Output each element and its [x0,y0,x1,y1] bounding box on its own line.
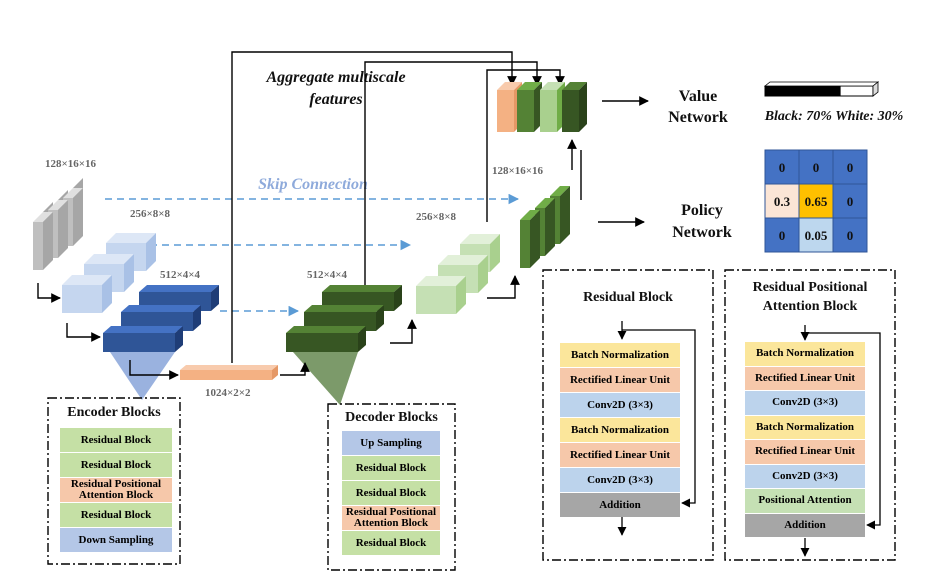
value-legend: Black: 70% White: 30% [764,109,904,124]
policy-cell-value: 0 [847,194,854,209]
layer-block: Conv2D (3×3) [560,468,680,492]
policy-cell [832,217,868,253]
residual-box-border [542,269,714,561]
policy-cell [798,183,834,219]
flow-arrow-6 [487,275,520,299]
value-network-label-1: Value [679,88,718,105]
policy-cell-value: 0 [779,160,786,175]
layer-block: Rectified Linear Unit [745,440,865,464]
encoder-box-title: Encoder Blocks [67,405,161,420]
layer-block: Rectified Linear Unit [560,443,680,467]
skip-connection-label: Skip Connection [258,176,368,193]
rpa-box-border [724,269,896,561]
flow-arrow-2 [66,323,101,342]
policy-cell-value: 0.05 [805,228,828,243]
aggregate-label-line1: Aggregate multiscale [265,69,405,86]
residual-skip-arrow [622,329,696,508]
aggregate-line-dec512 [364,61,542,288]
layer-block: Addition [560,493,680,517]
layer-block: Batch Normalization [560,343,680,367]
aggregated-feature-blocks [497,82,587,132]
dim-label-512: 512×4×4 [160,269,201,281]
value-network-label-2: Network [668,109,728,126]
layer-block: Residual Block [342,456,440,480]
dim-label-256: 256×8×8 [130,208,171,220]
decoder-box-border [327,403,456,571]
layer-block: Rectified Linear Unit [745,366,865,390]
policy-network-label-1: Policy [681,202,723,219]
policy-grid: 0 0 0 0.3 0.65 0 0 0.05 0 [764,149,868,253]
layer-block: Residual Positional Attention Block [60,478,172,502]
layer-block: Up Sampling [342,431,440,455]
flow-arrow-3 [129,360,179,380]
rpa-box-title-line1: Residual Positional [752,280,868,295]
policy-cell-value: 0 [813,160,820,175]
policy-cell-value: 0.3 [774,194,791,209]
aggregate-line-bottleneck [231,51,517,363]
layer-block: Positional Attention [745,489,865,513]
policy-cell [764,183,800,219]
layer-block: Batch Normalization [745,415,865,439]
encoder-stage-512 [103,285,219,400]
layer-block: Conv2D (3×3) [745,391,865,415]
layer-block: Residual Block [342,531,440,555]
dec-label-256: 256×8×8 [416,211,457,223]
dec-label-512: 512×4×4 [307,269,348,281]
bottleneck-block [180,365,278,380]
decoder-stage-512 [286,285,402,405]
policy-cell [764,217,800,253]
dec-label-128: 128×16×16 [492,165,544,177]
layer-block: Residual Block [60,503,172,527]
policy-cell-value: 0 [847,228,854,243]
rpa-box-title-line2: Attention Block [762,299,858,314]
policy-cell-value: 0 [779,228,786,243]
layer-block: Residual Positional Attention Block [342,506,440,530]
flow-arrow-1 [37,283,61,303]
aggregate-label-line2: features [309,91,362,108]
layer-block: Conv2D (3×3) [560,393,680,417]
encoder-stage-256 [62,233,156,313]
layer-block: Batch Normalization [745,342,865,366]
flow-arrow-4 [280,362,310,376]
dim-label-1024: 1024×2×2 [205,387,251,399]
value-bar [763,81,880,97]
layer-block: Residual Block [60,428,172,452]
decoder-stage-256 [416,234,500,314]
policy-cell-value: 0.65 [805,194,828,209]
encoder-stage-128 [32,178,83,271]
residual-box-title: Residual Block [583,290,673,305]
layer-block: Batch Normalization [560,418,680,442]
layer-block: Residual Block [60,453,172,477]
flow-arrow-5 [390,319,417,344]
encoder-box-border [47,397,181,565]
policy-cell [832,149,868,185]
decoder-box-title: Decoder Blocks [345,410,438,425]
policy-cell-value: 0 [847,160,854,175]
value-bar-black-fill [765,86,841,96]
aggregate-line-dec256 [486,69,565,222]
layer-block: Residual Block [342,481,440,505]
decoder-stage-128 [520,186,570,268]
layer-block: Conv2D (3×3) [745,464,865,488]
policy-network-label-2: Network [672,224,732,241]
dim-label-128: 128×16×16 [45,158,97,170]
layer-block: Down Sampling [60,528,172,552]
rpa-skip-arrow [805,332,881,530]
layer-block: Addition [745,513,865,537]
layer-block: Rectified Linear Unit [560,368,680,392]
